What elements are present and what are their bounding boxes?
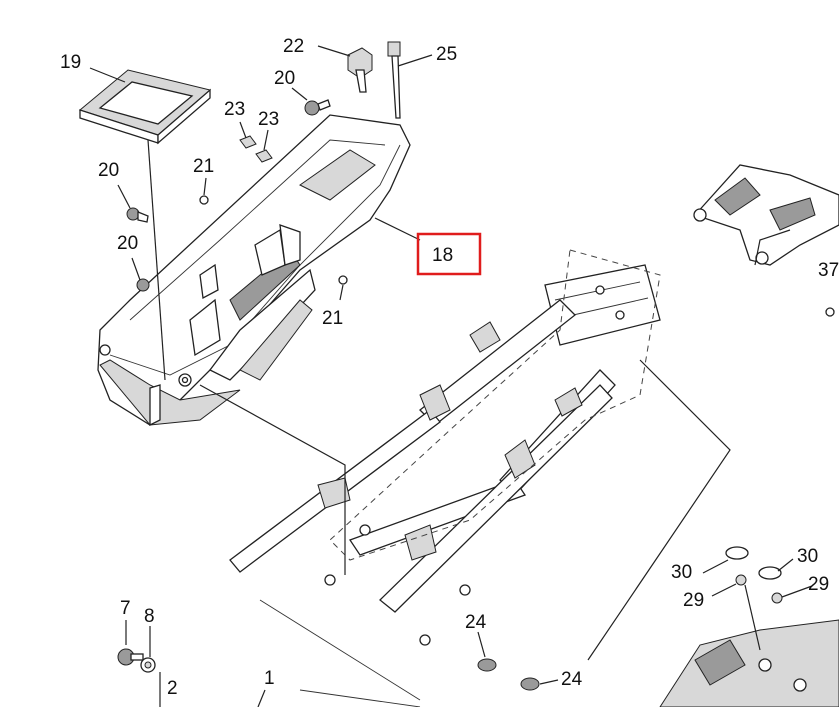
callout-21-top[interactable]: 21 — [193, 156, 214, 177]
callout-21-low[interactable]: 21 — [322, 308, 343, 329]
callout-19[interactable]: 19 — [60, 52, 81, 73]
part-18-rear-fender[interactable] — [97, 114, 411, 427]
part-22-clip[interactable] — [347, 47, 373, 93]
callout-1[interactable]: 1 — [264, 668, 275, 689]
part-20-bolt-mid[interactable] — [126, 207, 149, 223]
callout-37[interactable]: 37 — [818, 260, 839, 281]
callout-18[interactable]: 18 — [432, 245, 453, 266]
callout-23-b[interactable]: 23 — [258, 109, 279, 130]
callout-29-a[interactable]: 29 — [683, 590, 704, 611]
part-24-grommet-b[interactable] — [520, 677, 540, 691]
callout-20-low[interactable]: 20 — [117, 233, 138, 254]
part-30-cap-b[interactable] — [758, 566, 782, 580]
frame[interactable] — [229, 264, 661, 707]
callout-labels: 19 22 25 20 23 23 21 20 20 18 21 37 30 3… — [60, 36, 839, 699]
callout-24-b[interactable]: 24 — [561, 669, 583, 690]
callout-30-b[interactable]: 30 — [797, 546, 818, 567]
part-29-nut-b[interactable] — [771, 592, 783, 604]
part-21-rivet-b[interactable] — [338, 275, 348, 285]
callout-25[interactable]: 25 — [436, 44, 457, 65]
callout-2[interactable]: 2 — [167, 678, 178, 699]
part-23-nut-b[interactable] — [255, 149, 273, 163]
part-30-cap-a[interactable] — [725, 546, 749, 560]
callout-7[interactable]: 7 — [120, 598, 131, 619]
part-24-grommet-a[interactable] — [477, 658, 497, 672]
part-8-washer[interactable] — [140, 657, 156, 673]
part-19-pad[interactable] — [78, 69, 212, 145]
callout-29-b[interactable]: 29 — [808, 574, 829, 595]
callout-22[interactable]: 22 — [283, 36, 304, 57]
part-21-rivet-a[interactable] — [199, 195, 209, 205]
callout-8[interactable]: 8 — [144, 606, 155, 627]
callout-30-a[interactable]: 30 — [671, 562, 692, 583]
highlight-box-18 — [416, 232, 482, 276]
leader-lines — [89, 45, 813, 707]
rear-assembly[interactable] — [659, 619, 839, 707]
callout-24-a[interactable]: 24 — [465, 612, 487, 633]
part-23-nut-a[interactable] — [239, 135, 257, 149]
part-29-nut-a[interactable] — [735, 574, 747, 586]
part-25-cable-tie[interactable] — [387, 41, 401, 119]
callout-23-a[interactable]: 23 — [224, 99, 245, 120]
part-20-bolt-low[interactable] — [136, 278, 150, 292]
part-20-bolt-top[interactable] — [304, 99, 331, 116]
assembly-outline — [329, 249, 661, 561]
part-7-bolt[interactable] — [117, 648, 144, 666]
part-37-bracket[interactable] — [693, 164, 839, 317]
callout-20-mid[interactable]: 20 — [98, 160, 119, 181]
callout-20-top[interactable]: 20 — [274, 68, 295, 89]
